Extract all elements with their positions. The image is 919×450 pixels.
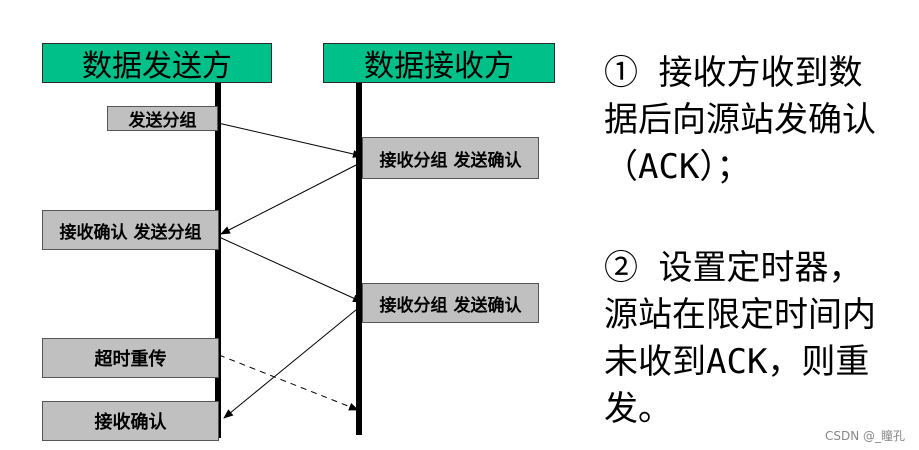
note-ack-line-2: 据后向源站发确认 <box>604 100 876 140</box>
timeout-resend-box: 超时重传 <box>42 338 219 378</box>
sender-header: 数据发送方 <box>42 43 272 84</box>
recv-ack-box: 接收确认 <box>42 401 219 441</box>
receiver-header: 数据接收方 <box>323 43 555 84</box>
send-packet-box: 发送分组 <box>107 106 218 131</box>
note-timer-line-4: 发。 <box>604 389 672 429</box>
recv-ack-send-packet-box: 接收确认 发送分组 <box>42 210 219 250</box>
note-ack-line-3: （ACK）； <box>604 147 751 187</box>
recv-packet-send-ack-box-1: 接收分组 发送确认 <box>362 137 539 179</box>
note-ack: ① 接收方收到数 据后向源站发确认 （ACK）； <box>604 50 876 191</box>
note-ack-line-1: ① 接收方收到数 <box>604 53 863 93</box>
note-timer-line-1: ② 设置定时器， <box>604 248 863 288</box>
arrow-send-packet-1 <box>217 122 363 158</box>
arrow-send-packet-2 <box>218 236 363 303</box>
note-timer-line-2: 源站在限定时间内 <box>604 295 876 335</box>
note-timer-line-3: 未收到ACK，则重 <box>604 342 870 382</box>
sender-lifeline <box>215 83 221 438</box>
watermark: CSDN @_瞳孔 <box>824 429 905 443</box>
note-timer: ② 设置定时器， 源站在限定时间内 未收到ACK，则重 发。 <box>604 245 876 433</box>
arrow-ack-1 <box>220 161 363 235</box>
recv-packet-send-ack-box-2: 接收分组 发送确认 <box>362 283 539 323</box>
arrow-ack-2 <box>223 304 363 419</box>
arrow-timeout-resend <box>218 354 359 411</box>
receiver-lifeline <box>356 83 362 435</box>
